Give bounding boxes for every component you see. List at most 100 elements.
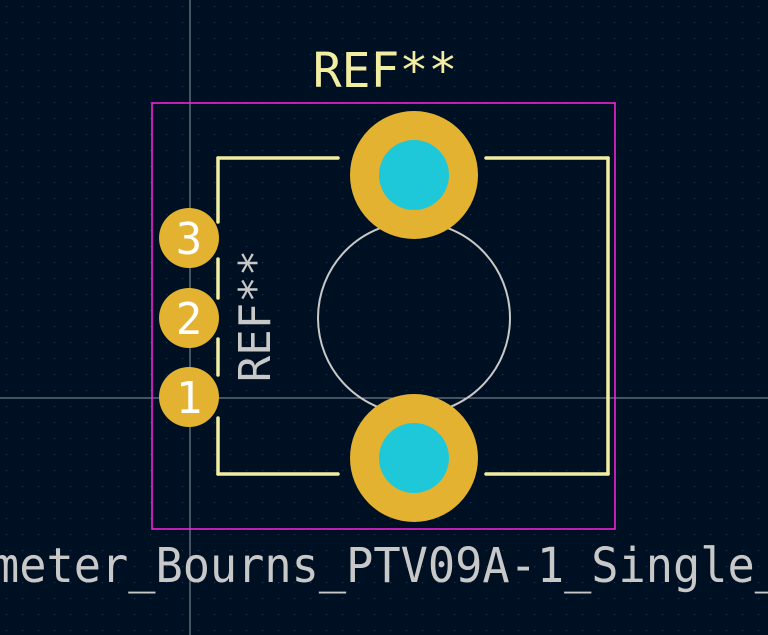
grid-dot [726,406,728,408]
grid-dot [70,582,72,584]
grid-dot [118,6,120,8]
grid-dot [534,198,536,200]
grid-dot [534,294,536,296]
grid-dot [310,214,312,216]
grid-dot [70,326,72,328]
grid-dot [118,38,120,40]
grid-dot [6,214,8,216]
grid-dot [534,598,536,600]
grid-dot [134,214,136,216]
grid-dot [86,310,88,312]
grid-dot [342,150,344,152]
grid-dot [182,150,184,152]
grid-dot [726,630,728,632]
grid-dot [118,342,120,344]
grid-dot [758,182,760,184]
grid-dot [22,518,24,520]
grid-dot [342,582,344,584]
grid-dot [230,374,232,376]
grid-dot [38,70,40,72]
grid-dot [758,22,760,24]
grid-dot [374,390,376,392]
grid-dot [678,86,680,88]
mounting-pad-bottom[interactable] [350,394,478,522]
grid-dot [86,598,88,600]
grid-dot [6,342,8,344]
grid-dot [22,374,24,376]
grid-dot [326,534,328,536]
grid-dot [502,582,504,584]
pad-1[interactable]: 1 [159,367,219,427]
grid-dot [38,54,40,56]
grid-dot [694,566,696,568]
grid-dot [310,198,312,200]
grid-dot [598,358,600,360]
grid-dot [326,22,328,24]
grid-dot [438,390,440,392]
grid-dot [630,358,632,360]
grid-dot [102,214,104,216]
grid-dot [566,470,568,472]
grid-dot [630,230,632,232]
grid-dot [710,246,712,248]
grid-dot [422,38,424,40]
grid-dot [310,6,312,8]
grid-dot [118,406,120,408]
grid-dot [150,630,152,632]
grid-dot [166,566,168,568]
footprint-value-text[interactable]: meter_Bourns_PTV09A-1_Single_ [0,538,768,594]
grid-dot [246,534,248,536]
grid-dot [438,294,440,296]
grid-dot [598,486,600,488]
grid-dot [502,310,504,312]
grid-dot [214,374,216,376]
grid-dot [662,134,664,136]
grid-dot [70,294,72,296]
grid-dot [486,38,488,40]
grid-dot [470,70,472,72]
grid-dot [534,22,536,24]
grid-dot [6,38,8,40]
grid-dot [662,214,664,216]
grid-dot [486,310,488,312]
grid-dot [166,54,168,56]
grid-dot [486,374,488,376]
grid-dot [726,246,728,248]
grid-dot [214,486,216,488]
grid-dot [502,630,504,632]
courtyard-outline[interactable] [151,102,616,530]
grid-dot [742,390,744,392]
fab-knob-circle[interactable] [317,221,511,415]
grid-dot [758,550,760,552]
grid-dot [406,358,408,360]
grid-dot [134,390,136,392]
grid-dot [102,102,104,104]
grid-dot [246,502,248,504]
grid-dot [38,214,40,216]
reference-designator-top[interactable]: REF** [313,43,458,99]
grid-dot [22,182,24,184]
grid-dot [198,38,200,40]
mounting-pad-top[interactable] [350,111,478,239]
grid-dot [118,438,120,440]
silkscreen-outline[interactable] [216,156,610,476]
grid-dot [454,342,456,344]
grid-dot [598,70,600,72]
grid-dot [118,102,120,104]
grid-dot [406,390,408,392]
grid-dot [326,550,328,552]
grid-dot [166,582,168,584]
grid-dot [294,486,296,488]
grid-dot [726,102,728,104]
grid-dot [406,550,408,552]
reference-designator-fab[interactable]: REF** [230,250,281,382]
pad-2[interactable]: 2 [159,288,219,348]
grid-dot [662,70,664,72]
grid-dot [390,374,392,376]
grid-dot [598,502,600,504]
pad-3[interactable]: 3 [159,208,219,268]
grid-dot [470,630,472,632]
grid-dot [342,54,344,56]
